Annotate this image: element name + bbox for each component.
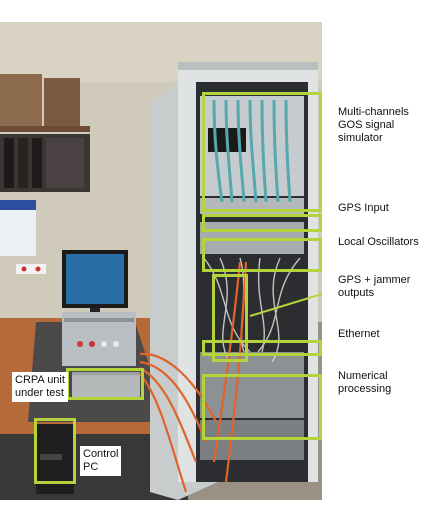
highlight-gps-jammer bbox=[212, 274, 248, 362]
label-ethernet: Ethernet bbox=[338, 328, 380, 340]
label-simulator: Multi-channels GOS signal simulator bbox=[338, 106, 409, 144]
photo-panel bbox=[0, 22, 322, 500]
label-crpa: CRPA unit under test bbox=[12, 372, 68, 402]
highlight-ethernet bbox=[202, 340, 322, 356]
label-numerical: Numerical processing bbox=[338, 370, 392, 395]
highlight-numerical bbox=[202, 374, 322, 440]
label-gps-jammer: GPS + jammer outputs bbox=[338, 274, 411, 299]
label-gps-input: GPS Input bbox=[338, 202, 389, 214]
highlight-local-osc bbox=[202, 238, 322, 272]
label-local-osc: Local Oscillators bbox=[338, 236, 419, 248]
shelf bbox=[0, 74, 90, 192]
label-control-pc: Control PC bbox=[80, 446, 122, 476]
highlight-simulator bbox=[202, 92, 322, 212]
highlight-crpa bbox=[66, 368, 144, 400]
highlight-gps-input bbox=[202, 214, 322, 232]
highlight-control-pc bbox=[34, 418, 76, 484]
